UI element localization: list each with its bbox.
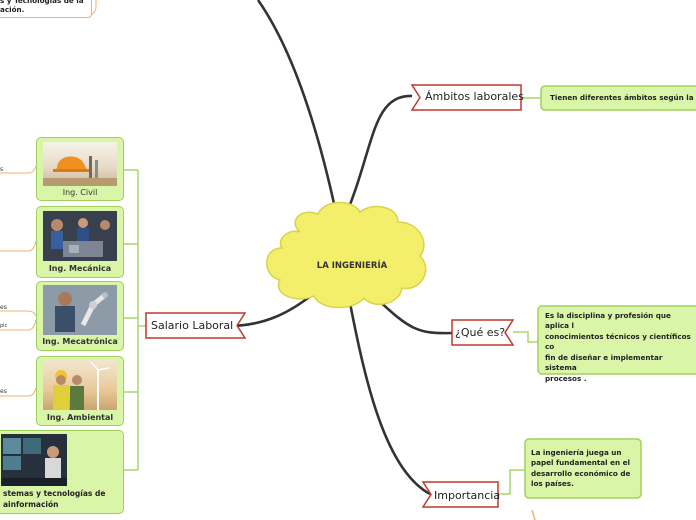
central-cloud: [266, 201, 427, 309]
computer-monitors-icon: [1, 434, 67, 486]
fragment-civil: s: [0, 166, 4, 173]
card-ing-mecatronica-label: Ing. Mecatrónica: [42, 337, 118, 346]
photo-mecatronica: [43, 285, 117, 335]
branch-salario: [227, 293, 313, 328]
photo-mecanica: [43, 211, 117, 261]
photo-sistemas: [1, 434, 67, 486]
card-ing-civil[interactable]: Ing. Civil: [36, 137, 124, 201]
card-ing-mecanica[interactable]: Ing. Mecánica: [36, 206, 124, 278]
card-ing-mecanica-label: Ing. Mecánica: [48, 264, 112, 273]
central-topic-title[interactable]: LA INGENIERÍA: [316, 261, 388, 271]
topic-importancia-shape[interactable]: [421, 481, 499, 508]
hardhat-icon: [43, 156, 117, 186]
card-ing-mecatronica[interactable]: Ing. Mecatrónica: [36, 281, 124, 351]
note-que-es-box[interactable]: [537, 305, 696, 375]
note-ambitos-box[interactable]: [540, 85, 696, 111]
photo-ambiental: [43, 360, 117, 410]
branch-que-es: [374, 296, 453, 335]
engine-icon: [43, 211, 117, 261]
wind-turbine-icon: [53, 361, 110, 410]
card-ing-civil-label: Ing. Civil: [62, 188, 98, 197]
connector-ambiental-left: [0, 387, 37, 397]
topic-ambitos-label[interactable]: Ámbitos laborales: [425, 90, 524, 103]
connector-mecatronica-left: [0, 310, 37, 331]
branch-top: [256, 0, 340, 223]
fragment-mecatronica: es: [0, 304, 7, 311]
note-importancia-box[interactable]: [524, 438, 642, 499]
topic-que-es-shape[interactable]: [451, 319, 515, 346]
connector-mecanica-left: [0, 240, 37, 252]
robot-arm-icon: [43, 285, 117, 335]
card-ing-ambiental-label: Ing. Ambiental: [46, 413, 114, 422]
topic-que-es-label[interactable]: ¿Qué es?: [455, 326, 506, 339]
photo-civil: [43, 142, 117, 186]
note-top-left[interactable]: [0, 0, 92, 18]
connector-importancia-note: [498, 469, 525, 495]
connector-que-es-note: [513, 331, 538, 343]
note-ambitos-text: Tienen diferentes ámbitos según la c: [550, 93, 696, 102]
topic-salario-label[interactable]: Salario Laboral: [151, 319, 234, 332]
card-ing-ambiental[interactable]: Ing. Ambiental: [36, 356, 124, 426]
branch-importancia: [348, 302, 431, 496]
note-top-left-text: s y Tecnologías de la ación.: [0, 0, 84, 15]
card-sistemas-label: stemas y tecnologías de ainformación: [3, 489, 106, 509]
branch-ambitos: [340, 94, 413, 225]
fragment-ambiental: es: [0, 388, 7, 395]
fragment-mecatronica-2: pic: [0, 323, 8, 329]
connector-small-bottom: [531, 509, 536, 520]
note-importancia-text: La ingeniería juega un papel fundamental…: [531, 448, 631, 489]
topic-importancia-label[interactable]: Importancia: [434, 489, 501, 502]
connector-civil-left: [0, 165, 37, 174]
topic-salario-shape[interactable]: [145, 312, 247, 339]
topic-ambitos-shape[interactable]: [410, 84, 522, 111]
card-sistemas[interactable]: stemas y tecnologías de ainformación: [0, 430, 124, 514]
connector-salario-cards: [124, 169, 146, 471]
note-que-es-text: Es la disciplina y profesión que aplica …: [545, 311, 691, 383]
